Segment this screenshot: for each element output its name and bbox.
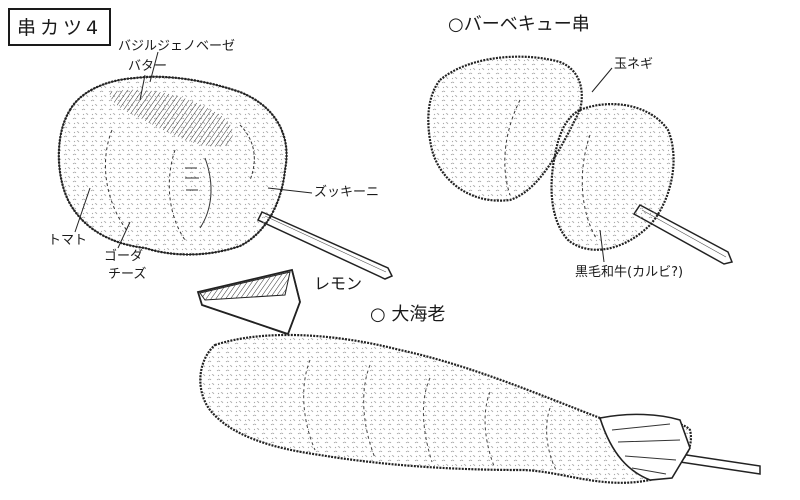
bbq-skewer-heading: ○バーベキュー串	[448, 14, 590, 35]
page-title: 串カツ4	[8, 8, 112, 46]
gouda-label: ゴーダ	[104, 249, 144, 264]
beef-label: 黒毛和牛(カルビ?)	[575, 265, 684, 280]
bbq-skewer-drawing	[427, 55, 734, 265]
basil-label: バジルジェノベーゼ	[118, 39, 236, 54]
butter-label: バター	[128, 59, 168, 74]
zucchini-label: ズッキーニ	[314, 185, 380, 200]
cheese-label: チーズ	[108, 267, 147, 282]
tomato-label: トマト	[48, 233, 88, 248]
shrimp-heading: ○ 大海老	[370, 304, 446, 325]
lemon-label: レモン	[314, 274, 363, 293]
onion-label: 玉ネギ	[614, 57, 654, 72]
shrimp-skewer-drawing	[199, 333, 761, 484]
lemon-wedge-drawing	[196, 268, 301, 336]
vegetable-skewer-drawing	[57, 51, 394, 280]
